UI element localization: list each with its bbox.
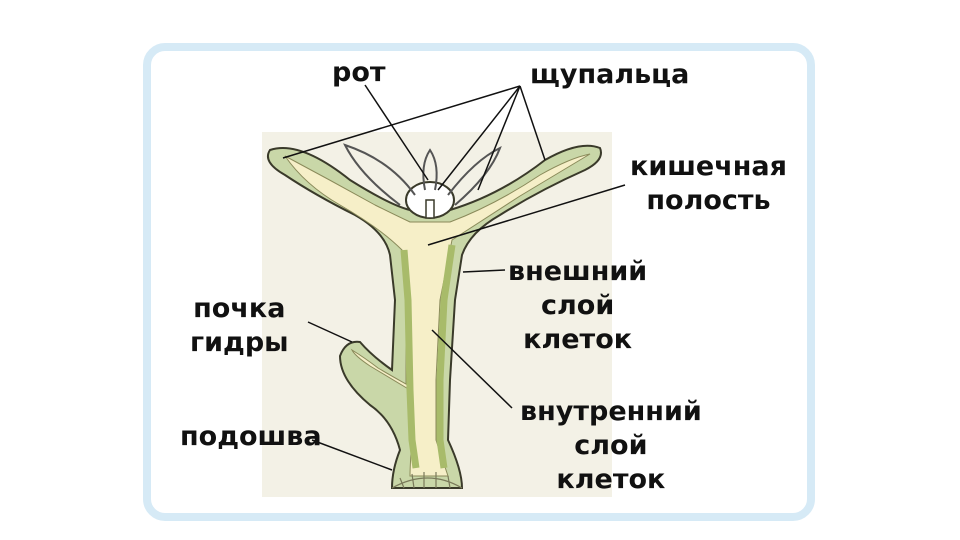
label-gut-line1: кишечная [630, 150, 787, 184]
label-gut-cavity: кишечная полость [630, 150, 787, 218]
label-inner-layer: внутренний слой клеток [520, 395, 702, 497]
label-bud-line2: гидры [190, 326, 289, 360]
label-inner-line2: слой [520, 429, 702, 463]
label-outer-line1: внешний [508, 255, 647, 289]
label-gut-line2: полость [630, 184, 787, 218]
label-outer-line3: клеток [508, 323, 647, 357]
label-outer-line2: слой [508, 289, 647, 323]
label-tentacles: щупальца [530, 58, 689, 92]
label-outer-layer: внешний слой клеток [508, 255, 647, 357]
label-bud: почка гидры [190, 292, 289, 360]
label-bud-line1: почка [190, 292, 289, 326]
label-sole: подошва [180, 420, 322, 454]
label-inner-line3: клеток [520, 463, 702, 497]
label-mouth: рот [332, 56, 386, 90]
label-inner-line1: внутренний [520, 395, 702, 429]
mouth-opening [426, 200, 434, 218]
